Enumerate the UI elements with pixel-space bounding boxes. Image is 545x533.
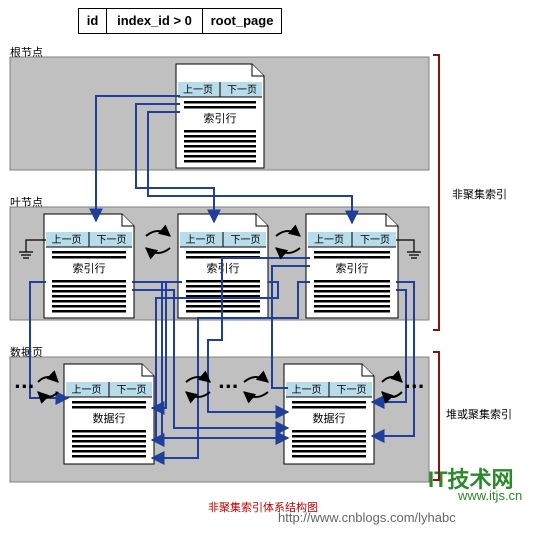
next-page-label: 下一页 xyxy=(360,234,390,246)
nonclustered-index-label: 非聚集索引 xyxy=(452,188,507,201)
data-level-label: 数据页 xyxy=(10,346,43,359)
leaf-level-label: 叶节点 xyxy=(10,196,43,209)
watermark-site: www.itjs.cn xyxy=(458,488,523,503)
arrow-leaf3-to-data1 xyxy=(150,281,310,465)
ground-right-icon xyxy=(396,239,421,259)
ellipsis-mid-a: ... xyxy=(218,372,239,393)
arrow-leaf2-to-data1 xyxy=(150,281,279,447)
heap-or-clustered-label: 堆或聚集索引 xyxy=(446,408,512,421)
page-row-label: 数据行 xyxy=(313,411,346,425)
watermark-url: http://www.cnblogs.com/lyhabc xyxy=(278,510,456,525)
data-link-arrow-1a xyxy=(37,370,59,383)
arrow-leaf3-to-data2-c xyxy=(370,281,415,443)
heap-or-clustered-brace xyxy=(433,351,440,481)
index-header-table: id index_id > 0 root_page xyxy=(78,8,282,34)
prev-page-label: 上一页 xyxy=(183,84,213,96)
nonclustered-brace xyxy=(433,54,440,331)
page-row-label: 索引行 xyxy=(204,111,237,125)
arrow-leaf1-to-data2 xyxy=(132,289,290,435)
page-row-label: 索引行 xyxy=(73,261,106,275)
next-page-label: 下一页 xyxy=(97,234,127,246)
arrow-leaf1-to-data1-b xyxy=(132,281,167,415)
ellipsis-right: ... xyxy=(404,372,425,393)
data-link-arrow-3b xyxy=(243,391,269,404)
arrow-root-to-leaf-2 xyxy=(135,103,221,224)
prev-page-label: 上一页 xyxy=(186,234,216,246)
leaf-link-arrow-2b xyxy=(275,247,301,260)
next-page-label: 下一页 xyxy=(231,234,261,246)
leaf-link-arrow-1a xyxy=(145,224,171,237)
arrow-leaf3-to-data2-b xyxy=(271,265,310,389)
next-page-label: 下一页 xyxy=(337,384,367,396)
data-link-arrow-2b xyxy=(185,391,211,404)
data-link-arrow-2a xyxy=(185,370,211,383)
leaf-link-arrow-2a xyxy=(275,224,301,237)
next-page-label: 下一页 xyxy=(227,84,257,96)
ground-left-icon xyxy=(19,239,46,259)
prev-page-label: 上一页 xyxy=(292,384,322,396)
prev-page-label: 上一页 xyxy=(52,234,82,246)
prev-page-label: 上一页 xyxy=(314,234,344,246)
watermark-brand: IT技术网 xyxy=(428,467,514,492)
arrow-root-to-leaf-1 xyxy=(89,95,180,223)
data-link-arrow-1b xyxy=(37,391,59,404)
data-link-arrow-3a xyxy=(243,370,269,383)
page-row-label: 数据行 xyxy=(93,411,126,425)
arrow-root-to-leaf-3 xyxy=(147,111,359,225)
root-level-label: 根节点 xyxy=(10,46,43,59)
diagram-caption: 非聚集索引体系结构图 xyxy=(208,501,318,514)
header-col-id: id xyxy=(79,9,107,33)
data-link-arrow-4a xyxy=(381,370,403,383)
next-page-label: 下一页 xyxy=(117,384,147,396)
header-col-root-page: root_page xyxy=(210,13,274,28)
prev-page-label: 上一页 xyxy=(72,384,102,396)
ellipsis-left: ... xyxy=(14,372,35,393)
page-row-label: 索引行 xyxy=(336,261,369,275)
leaf-link-arrow-1b xyxy=(145,247,171,260)
arrow-leaf2-to-data2 xyxy=(161,281,290,445)
header-col-index-id: index_id > 0 xyxy=(107,9,203,33)
arrow-leaf3-to-data2-a xyxy=(207,257,310,419)
data-link-arrow-4b xyxy=(381,391,403,404)
